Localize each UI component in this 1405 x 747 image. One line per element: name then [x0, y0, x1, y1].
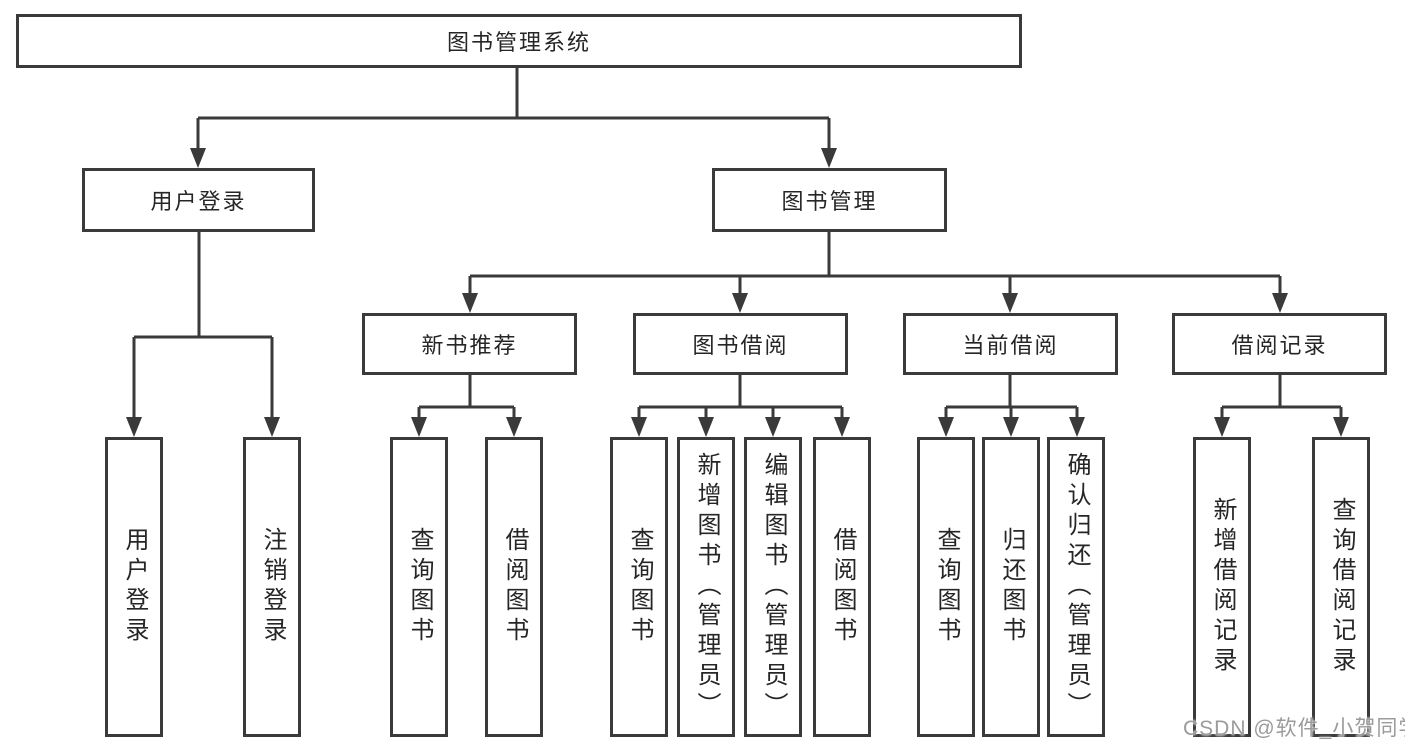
leaf-add-borrow-record: 新增借阅记录	[1193, 437, 1251, 737]
node-current-borrow: 当前借阅	[903, 313, 1118, 375]
node-borrow-records: 借阅记录	[1172, 313, 1387, 375]
watermark-text: CSDN @软件_小贺同学	[1183, 717, 1405, 740]
leaf-edit-books-admin: 编辑图书（管理员）	[744, 437, 802, 737]
leaf-query-books-current: 查询图书	[917, 437, 975, 737]
leaf-confirm-return-admin: 确认归还（管理员）	[1047, 437, 1105, 737]
leaf-borrow-books-recommend: 借阅图书	[485, 437, 543, 737]
node-book-borrow: 图书借阅	[633, 313, 848, 375]
leaf-query-borrow-record: 查询借阅记录	[1312, 437, 1370, 737]
node-new-book-recommend: 新书推荐	[362, 313, 577, 375]
leaf-query-books-recommend: 查询图书	[390, 437, 448, 737]
node-root: 图书管理系统	[16, 14, 1022, 68]
leaf-borrow-books-borrow: 借阅图书	[813, 437, 871, 737]
leaf-return-books: 归还图书	[982, 437, 1040, 737]
leaf-add-books-admin: 新增图书（管理员）	[677, 437, 735, 737]
leaf-logout: 注销登录	[243, 437, 301, 737]
node-user-login: 用户登录	[82, 168, 315, 232]
leaf-query-books-borrow: 查询图书	[610, 437, 668, 737]
leaf-user-login: 用户登录	[105, 437, 163, 737]
node-book-management: 图书管理	[712, 168, 947, 232]
